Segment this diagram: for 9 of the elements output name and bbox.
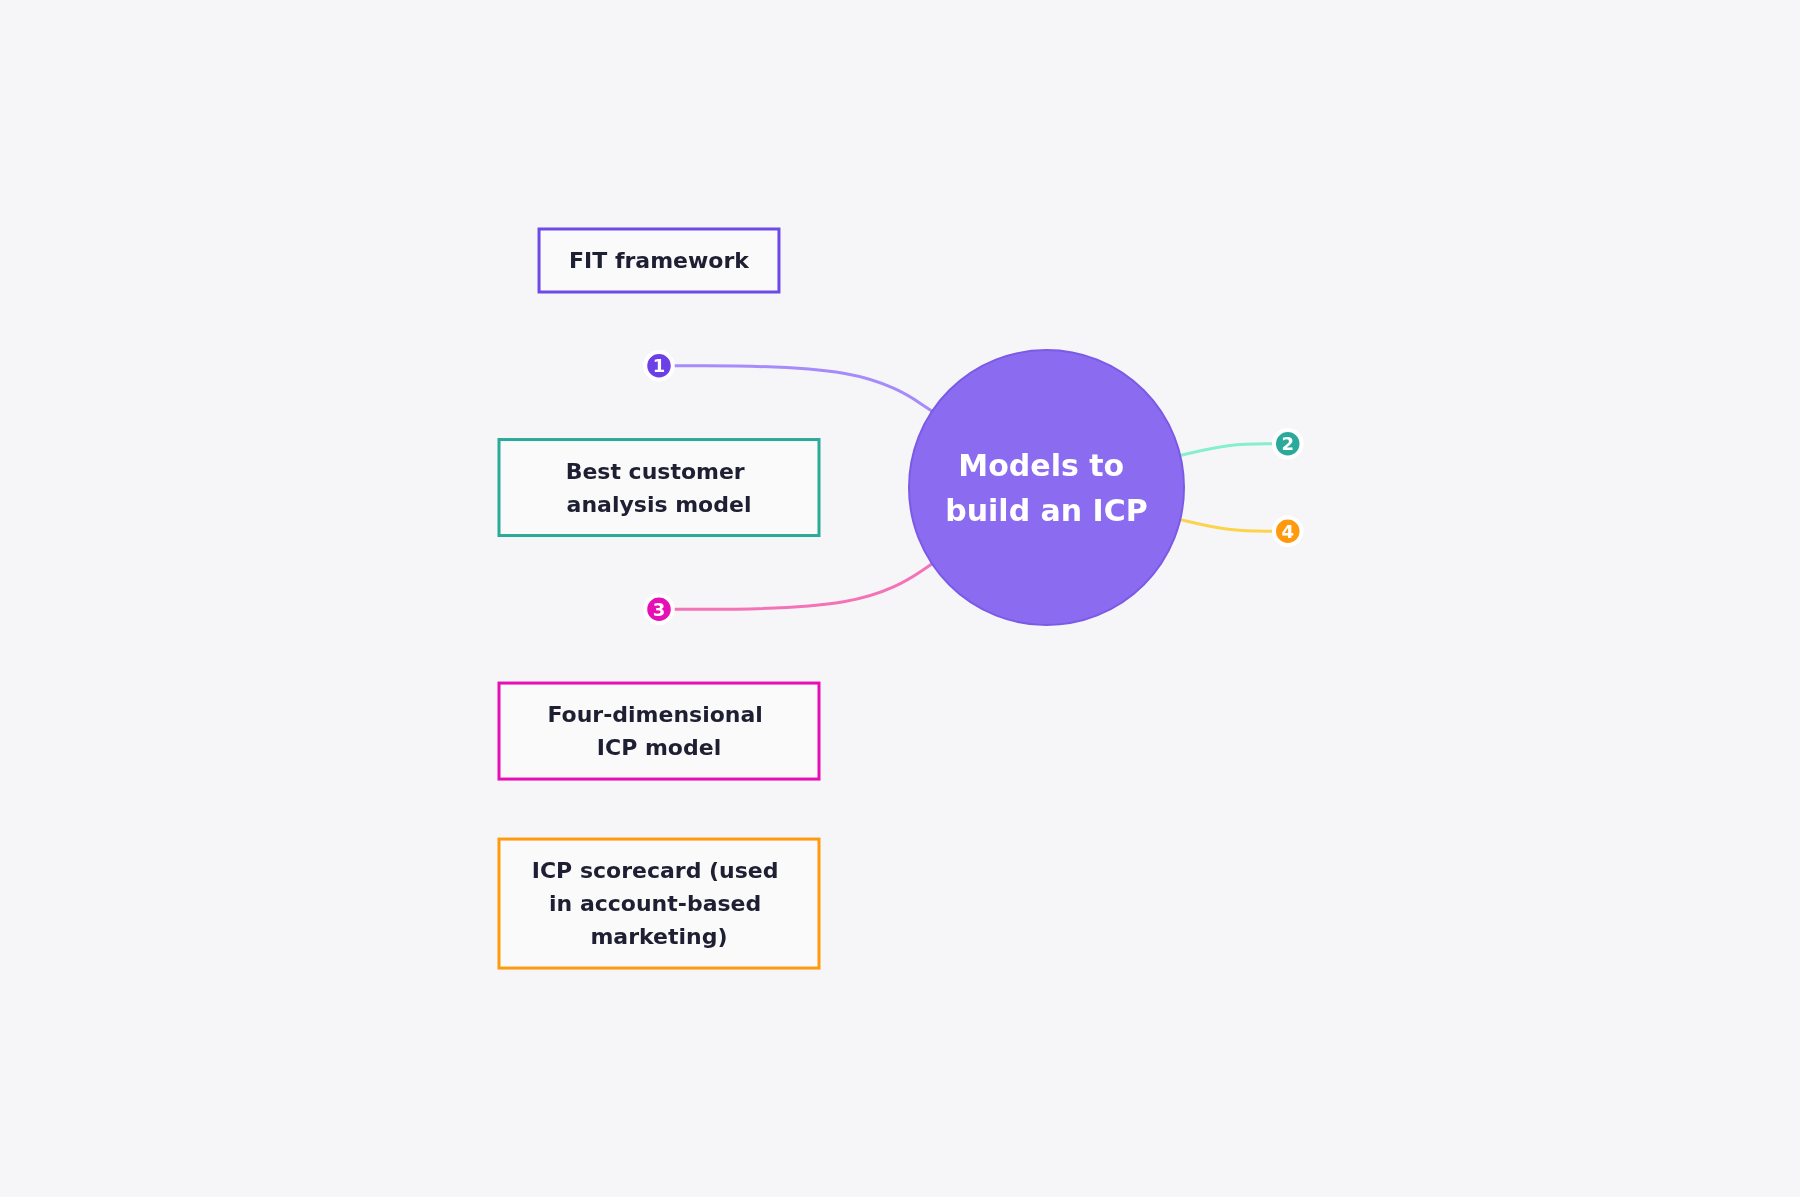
node-circle: 2 (1271, 427, 1304, 460)
node-circle: Models to build an ICP (907, 349, 1185, 626)
node-box: Four-dimensional ICP model (497, 681, 821, 781)
node-box: ICP scorecard (used in account-based marketing) (497, 837, 821, 970)
node-circle: 4 (1271, 515, 1304, 548)
node-circle: 3 (642, 593, 675, 626)
node-box: FIT framework (537, 227, 781, 294)
node-circle: 1 (642, 349, 675, 382)
node-box: Best customer analysis model (497, 438, 821, 537)
